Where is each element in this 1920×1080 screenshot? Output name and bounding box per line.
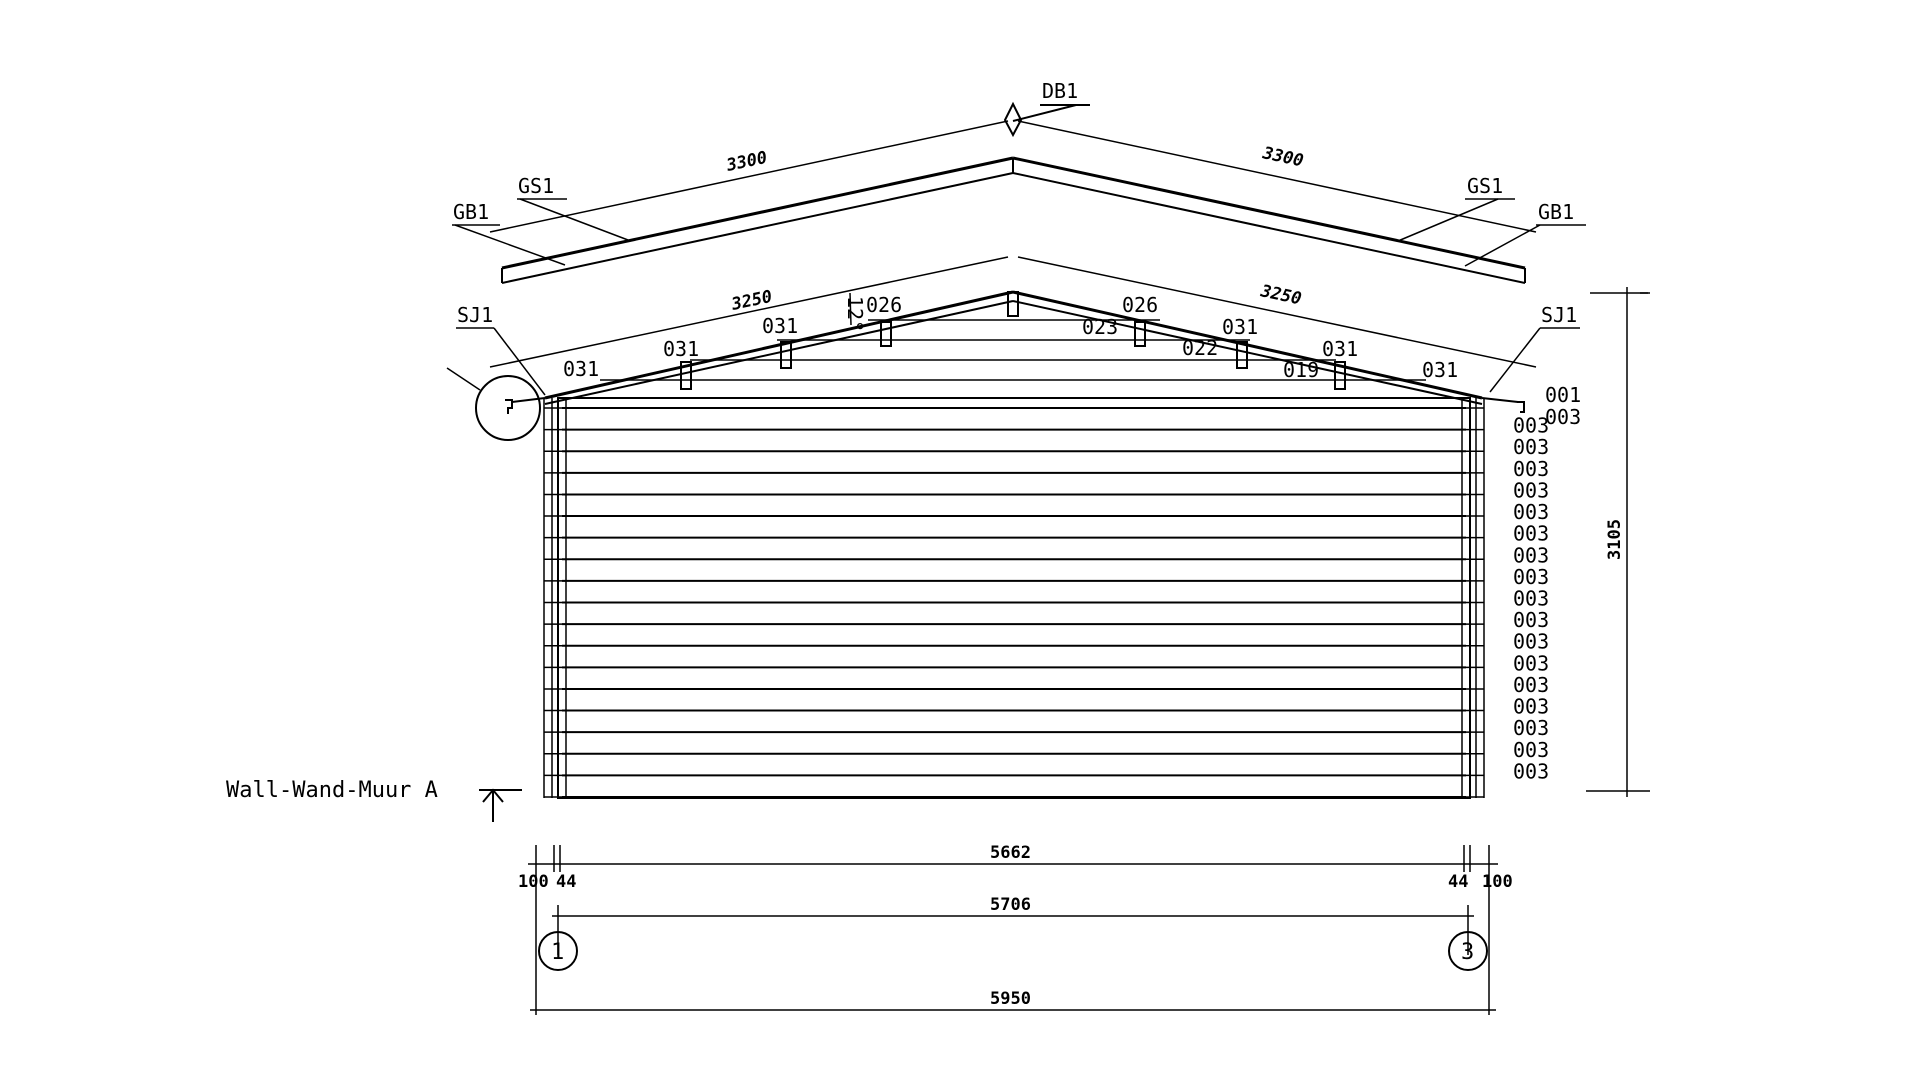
gable-part-left-4: 026 (866, 293, 902, 317)
gable-board-right-label: GB1 (1538, 200, 1574, 224)
gable-length-dimensions: 3300 3300 (489, 120, 1537, 233)
skirting-joint-right-label: SJ1 (1541, 303, 1577, 327)
gable-part-right-2: 023 (1082, 315, 1118, 339)
detail-circle (475, 375, 541, 441)
gable-part-right-4: 022 (1182, 336, 1218, 360)
grid-axis-1: 1 (538, 931, 578, 971)
overhang-right: 100 (1482, 872, 1513, 892)
grid-axis-3: 3 (1448, 931, 1488, 971)
corner-right: 44 (1448, 872, 1468, 892)
roof-length-left: 3250 (729, 287, 774, 315)
ridge-cap: DB1 (1003, 79, 1090, 138)
gable-length-left: 3300 (724, 148, 769, 176)
wall-log-label: 003 (1513, 738, 1549, 762)
left-corner-post (543, 398, 567, 798)
gable-strip-right-label: GS1 (1467, 174, 1503, 198)
skirting-joint-left: SJ1 (446, 303, 546, 441)
roof-gable-boards (501, 156, 1526, 284)
wall-log-label: 003 (1513, 759, 1549, 783)
gable-part-right-7: 031 (1422, 358, 1458, 382)
height-dimension: 3105 (1586, 287, 1650, 797)
wall-log-label: 003 (1513, 478, 1549, 502)
gable-part-labels: 031 031 031 026 026 023 031 022 031 019 … (563, 293, 1458, 382)
gable-part-right-1: 026 (1122, 293, 1158, 317)
gable-part-right-3: 031 (1222, 315, 1258, 339)
gable-part-left-1: 031 (563, 357, 599, 381)
total-length: 5950 (990, 989, 1031, 1009)
gable-labels-left: GS1 GB1 (452, 174, 629, 266)
gable-part-right-5: 031 (1322, 337, 1358, 361)
wall-body (543, 397, 1485, 799)
wall-log-label: 003 (1513, 716, 1549, 740)
inner-length: 5662 (990, 843, 1031, 863)
gable-board-left-label: GB1 (453, 200, 489, 224)
skirting-joint-right: SJ1 (1489, 303, 1580, 413)
wall-section-marker: Wall-Wand-Muur A (226, 778, 522, 822)
wall-log-label: 003 (1513, 500, 1549, 524)
skirting-joint-left-label: SJ1 (457, 303, 493, 327)
wall-log-label: 003 (1513, 673, 1549, 697)
gable-part-left-2: 031 (663, 337, 699, 361)
wall-log-label: 003 (1545, 405, 1581, 429)
overhang-left: 100 (518, 872, 549, 892)
wall-log-label: 003 (1513, 543, 1549, 567)
wall-log-label: 003 (1513, 522, 1549, 546)
wall-log-label: 003 (1513, 651, 1549, 675)
right-corner-post (1461, 398, 1485, 798)
wall-log-label: 003 (1513, 457, 1549, 481)
roof-length-dimensions: 3250 3250 (489, 256, 1537, 368)
gable-strip-left-label: GS1 (518, 174, 554, 198)
corner-left: 44 (556, 872, 576, 892)
axis-label-1: 1 (551, 940, 564, 965)
wall-log-label: 001 (1545, 383, 1581, 407)
ridge-cap-label: DB1 (1042, 79, 1078, 103)
height-dimension-label: 3105 (1605, 519, 1625, 560)
wall-log-label: 003 (1513, 695, 1549, 719)
wall-log-label: 003 (1513, 587, 1549, 611)
bottom-dimensions: 100 44 5662 44 100 5706 5950 (518, 843, 1513, 1015)
axis-length: 5706 (990, 895, 1031, 915)
wall-log-label: 003 (1513, 435, 1549, 459)
wall-log-label: 003 (1513, 565, 1549, 589)
gable-part-left-3: 031 (762, 314, 798, 338)
wall-log-label: 003 (1513, 608, 1549, 632)
gable-labels-right: GS1 GB1 (1397, 174, 1586, 267)
wall-label: Wall-Wand-Muur A (226, 778, 438, 803)
wall-log-label: 003 (1513, 630, 1549, 654)
wall-log-label: 003 (1513, 414, 1549, 438)
wall-log-labels: 0010030030030030030030030030030030030030… (1513, 383, 1581, 783)
roof-length-right: 3250 (1258, 281, 1303, 309)
gable-part-right-6: 019 (1283, 358, 1319, 382)
gable-wall (511, 290, 1519, 405)
axis-label-3: 3 (1461, 940, 1474, 965)
gable-length-right: 3300 (1260, 143, 1305, 171)
wall-log-lines (562, 407, 1466, 798)
